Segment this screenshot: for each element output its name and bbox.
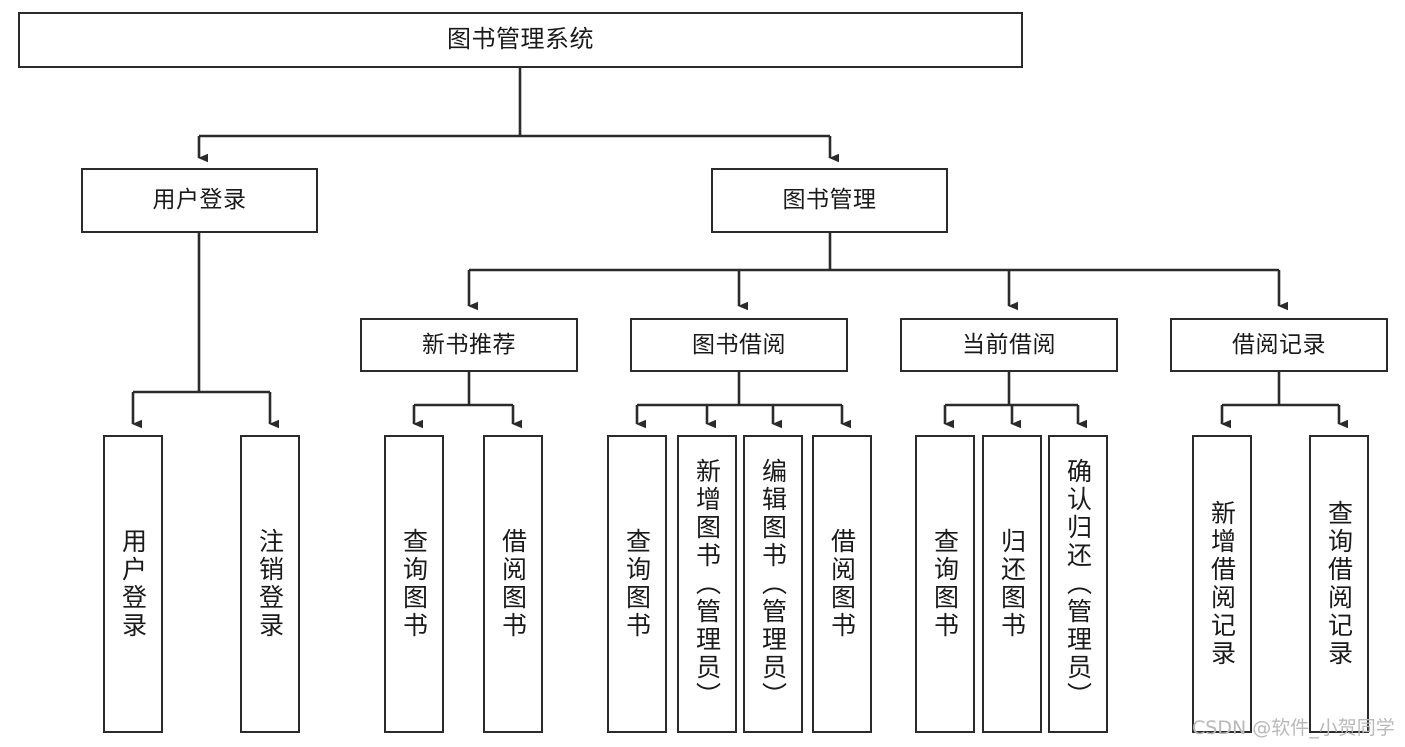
node-label: 查询图书 [622, 528, 652, 640]
node-label: 编辑图书（管理员） [758, 458, 788, 710]
leaf-return-book[interactable]: 归还图书 [982, 435, 1042, 733]
leaf-query-book-borrow[interactable]: 查询图书 [607, 435, 667, 733]
leaf-logout-login[interactable]: 注销登录 [240, 435, 300, 733]
node-label: 当前借阅 [962, 331, 1056, 358]
node-label: 查询借阅记录 [1324, 500, 1354, 668]
leaf-confirm-return-admin[interactable]: 确认归还（管理员） [1048, 435, 1108, 733]
node-label: 确认归还（管理员） [1063, 458, 1093, 710]
node-label: 新书推荐 [422, 331, 516, 358]
node-label: 借阅记录 [1232, 331, 1326, 358]
node-label: 归还图书 [997, 528, 1027, 640]
csdn-watermark: CSDN @软件_小贺同学 [1192, 717, 1395, 739]
node-label: 用户登录 [118, 528, 148, 640]
node-book-borrow[interactable]: 图书借阅 [630, 318, 848, 372]
leaf-query-book-recommend[interactable]: 查询图书 [384, 435, 444, 733]
node-label: 图书借阅 [692, 331, 786, 358]
node-label: 用户登录 [152, 187, 247, 214]
leaf-edit-book-admin[interactable]: 编辑图书（管理员） [743, 435, 803, 733]
node-label: 借阅图书 [827, 528, 857, 640]
node-borrow-record[interactable]: 借阅记录 [1170, 318, 1388, 372]
node-label: 查询图书 [930, 528, 960, 640]
node-label: 图书管理系统 [447, 25, 594, 54]
leaf-query-borrow-record[interactable]: 查询借阅记录 [1309, 435, 1369, 733]
node-book-management[interactable]: 图书管理 [711, 168, 948, 233]
node-root-book-management-system[interactable]: 图书管理系统 [18, 12, 1023, 68]
leaf-user-login[interactable]: 用户登录 [103, 435, 163, 733]
leaf-query-book-current[interactable]: 查询图书 [915, 435, 975, 733]
node-user-login[interactable]: 用户登录 [81, 168, 318, 233]
node-label: 图书管理 [782, 187, 877, 214]
node-label: 注销登录 [255, 528, 285, 640]
node-new-book-recommend[interactable]: 新书推荐 [360, 318, 578, 372]
node-label: 查询图书 [399, 528, 429, 640]
leaf-add-book-admin[interactable]: 新增图书（管理员） [677, 435, 737, 733]
node-label: 新增借阅记录 [1207, 500, 1237, 668]
leaf-borrow-book[interactable]: 借阅图书 [812, 435, 872, 733]
leaf-borrow-book-recommend[interactable]: 借阅图书 [483, 435, 543, 733]
node-current-borrow[interactable]: 当前借阅 [900, 318, 1118, 372]
node-label: 借阅图书 [498, 528, 528, 640]
node-label: 新增图书（管理员） [692, 458, 722, 710]
leaf-add-borrow-record[interactable]: 新增借阅记录 [1192, 435, 1252, 733]
